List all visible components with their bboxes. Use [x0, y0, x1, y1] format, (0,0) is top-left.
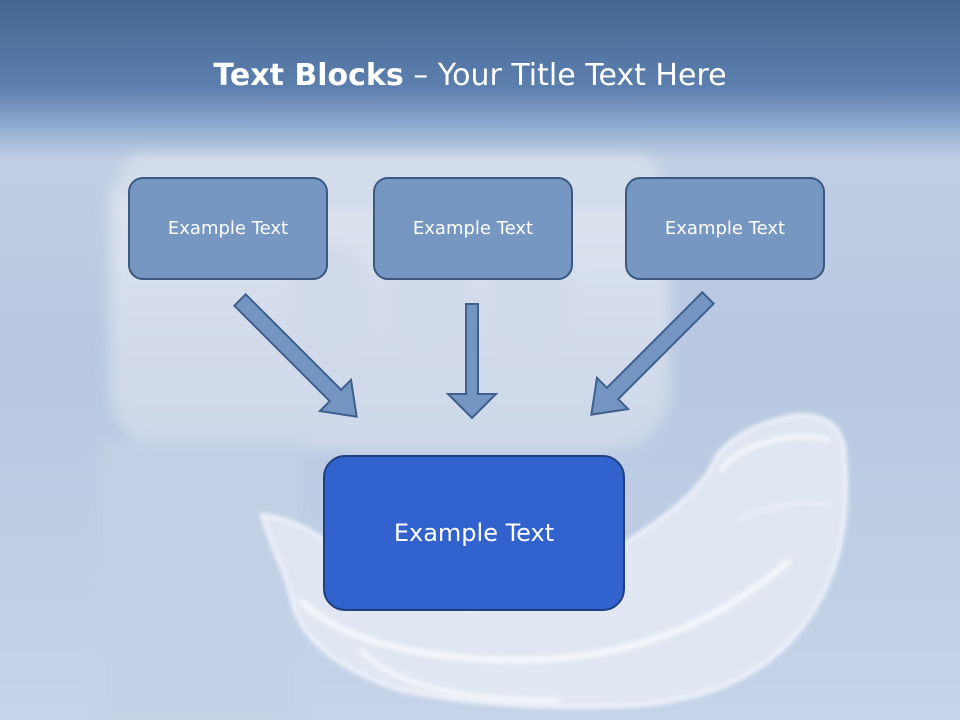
slide-title-rest: Your Title Text Here: [437, 58, 727, 93]
text-block-top-center[interactable]: Example Text: [373, 177, 573, 280]
arrow-down-icon: [445, 303, 499, 420]
text-block-top-left[interactable]: Example Text: [128, 177, 328, 280]
text-block-top-right[interactable]: Example Text: [625, 177, 825, 280]
text-block-bottom[interactable]: Example Text: [323, 455, 625, 611]
slide-title-dash: –: [413, 58, 429, 93]
arrow-down-left-icon: [590, 290, 716, 416]
text-block-bottom-label: Example Text: [393, 519, 555, 547]
slide-title-bold: Text Blocks: [213, 58, 404, 93]
text-block-top-left-label: Example Text: [167, 218, 289, 239]
slide-title: Text Blocks – Your Title Text Here: [0, 56, 950, 96]
text-block-top-right-label: Example Text: [664, 218, 786, 239]
text-block-top-center-label: Example Text: [412, 218, 534, 239]
title-band: [0, 0, 960, 160]
arrow-down-right-icon: [232, 292, 358, 418]
